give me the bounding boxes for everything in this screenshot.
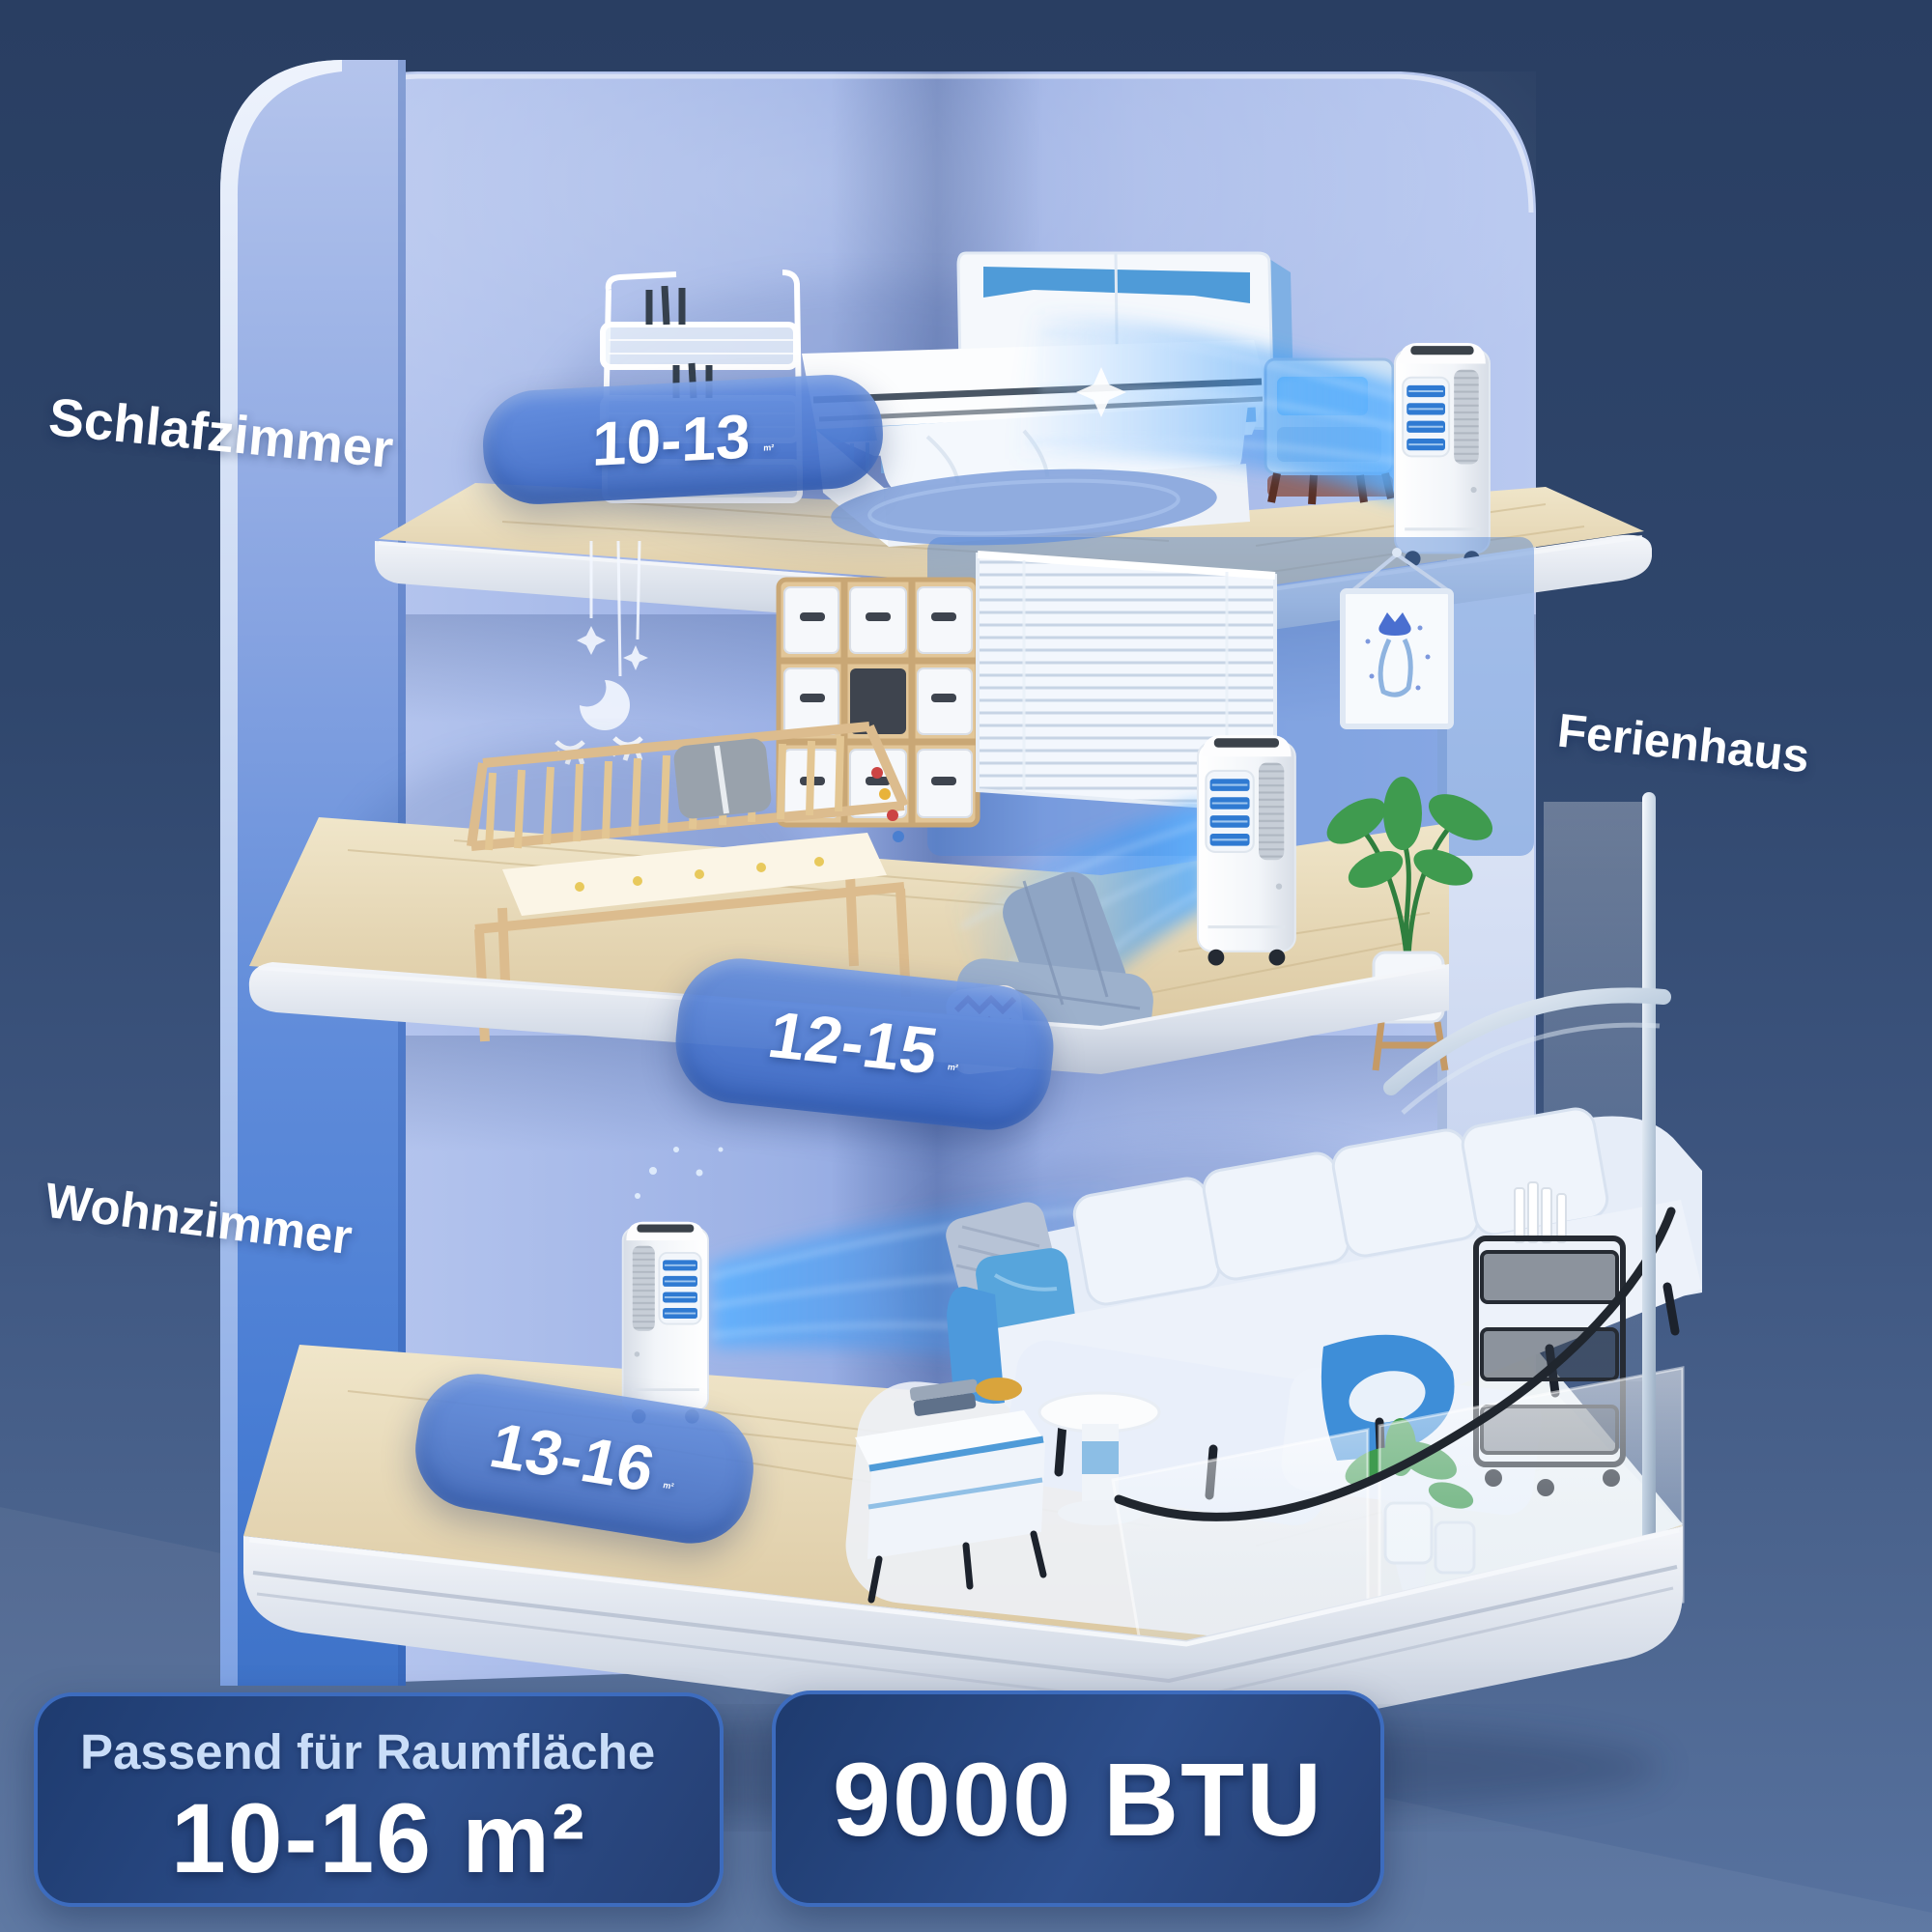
area-badge-nursery-value: 12-15 [762,998,943,1089]
area-badge-bedroom: 10-13 m² [480,372,886,507]
wall-picture-frame [1340,548,1454,729]
area-badge-living-room-unit: m² [662,1480,675,1492]
glass-balustrade [1111,792,1685,1656]
area-badge-living-room-value: 13-16 [483,1408,662,1505]
area-badge-bedroom-unit: m² [762,442,775,453]
coffee-table [855,1378,1047,1604]
handrail [1114,1207,1676,1521]
chrome-arc [1383,987,1671,1095]
chrome-post [1642,792,1656,1577]
air-stream-bedroom [1010,314,1404,502]
room-size-panel: Passend für Raumfläche 10-16 m² [34,1692,724,1907]
portable-ac-bedroom [1393,341,1492,569]
area-badge-bedroom-value: 10-13 [591,401,751,480]
btu-panel: 9000 BTU [772,1690,1384,1907]
btu-panel-value: 9000 BTU [832,1740,1324,1858]
portable-ac-living-room [621,1220,710,1425]
room-size-panel-title: Passend für Raumfläche [80,1724,656,1779]
mobile-decoration [577,540,648,730]
crib [467,722,911,1042]
room-size-panel-value: 10-16 m² [171,1783,586,1893]
bedroom-rug [831,469,1217,546]
sparkle-icon [1076,367,1126,417]
portable-ac-nursery [1196,733,1297,968]
area-badge-nursery-unit: m² [946,1062,959,1073]
